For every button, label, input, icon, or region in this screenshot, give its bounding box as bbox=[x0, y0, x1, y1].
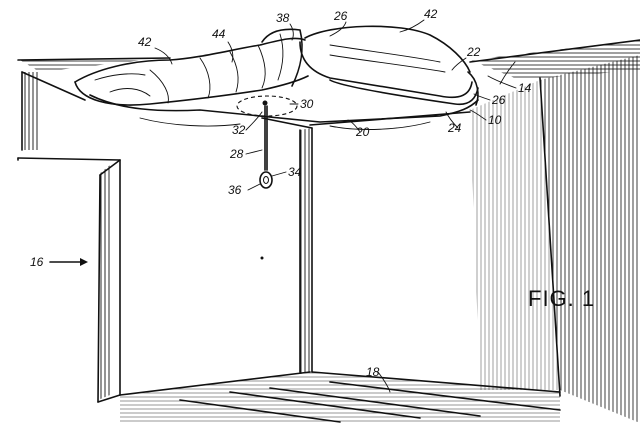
label-36: 36 bbox=[228, 183, 242, 197]
label-14: 14 bbox=[518, 81, 532, 95]
label-26b: 26 bbox=[491, 93, 506, 107]
label-24: 24 bbox=[447, 121, 462, 135]
arrow-16 bbox=[49, 258, 88, 266]
ceiling-plane bbox=[17, 39, 640, 80]
mattress bbox=[299, 25, 479, 106]
label-30: 30 bbox=[300, 97, 314, 111]
pull-cord bbox=[259, 105, 273, 189]
label-18: 18 bbox=[366, 365, 380, 379]
label-44: 44 bbox=[212, 27, 226, 41]
label-34: 34 bbox=[288, 165, 302, 179]
label-32: 32 bbox=[232, 123, 246, 137]
mark-dot bbox=[260, 256, 264, 260]
label-10: 10 bbox=[488, 113, 502, 127]
label-38: 38 bbox=[276, 11, 290, 25]
label-16: 16 bbox=[30, 255, 44, 269]
label-26a: 26 bbox=[333, 9, 348, 23]
label-28: 28 bbox=[229, 147, 244, 161]
wall-section bbox=[17, 157, 311, 403]
reference-numerals: 38 26 42 42 44 22 14 26 10 24 20 30 32 2… bbox=[30, 7, 532, 379]
partition-wall bbox=[261, 117, 561, 393]
floor bbox=[120, 372, 561, 423]
ceiling-opening bbox=[236, 95, 298, 117]
ceiling-platform bbox=[89, 94, 479, 130]
right-wall bbox=[309, 55, 640, 423]
label-22: 22 bbox=[466, 45, 481, 59]
label-20: 20 bbox=[355, 125, 370, 139]
label-42: 42 bbox=[138, 35, 152, 49]
label-40: 42 bbox=[424, 7, 438, 21]
bedding bbox=[74, 28, 309, 106]
figure-label: FIG. 1 bbox=[528, 286, 595, 311]
left-wall bbox=[21, 71, 86, 151]
leader-lines bbox=[154, 19, 517, 393]
